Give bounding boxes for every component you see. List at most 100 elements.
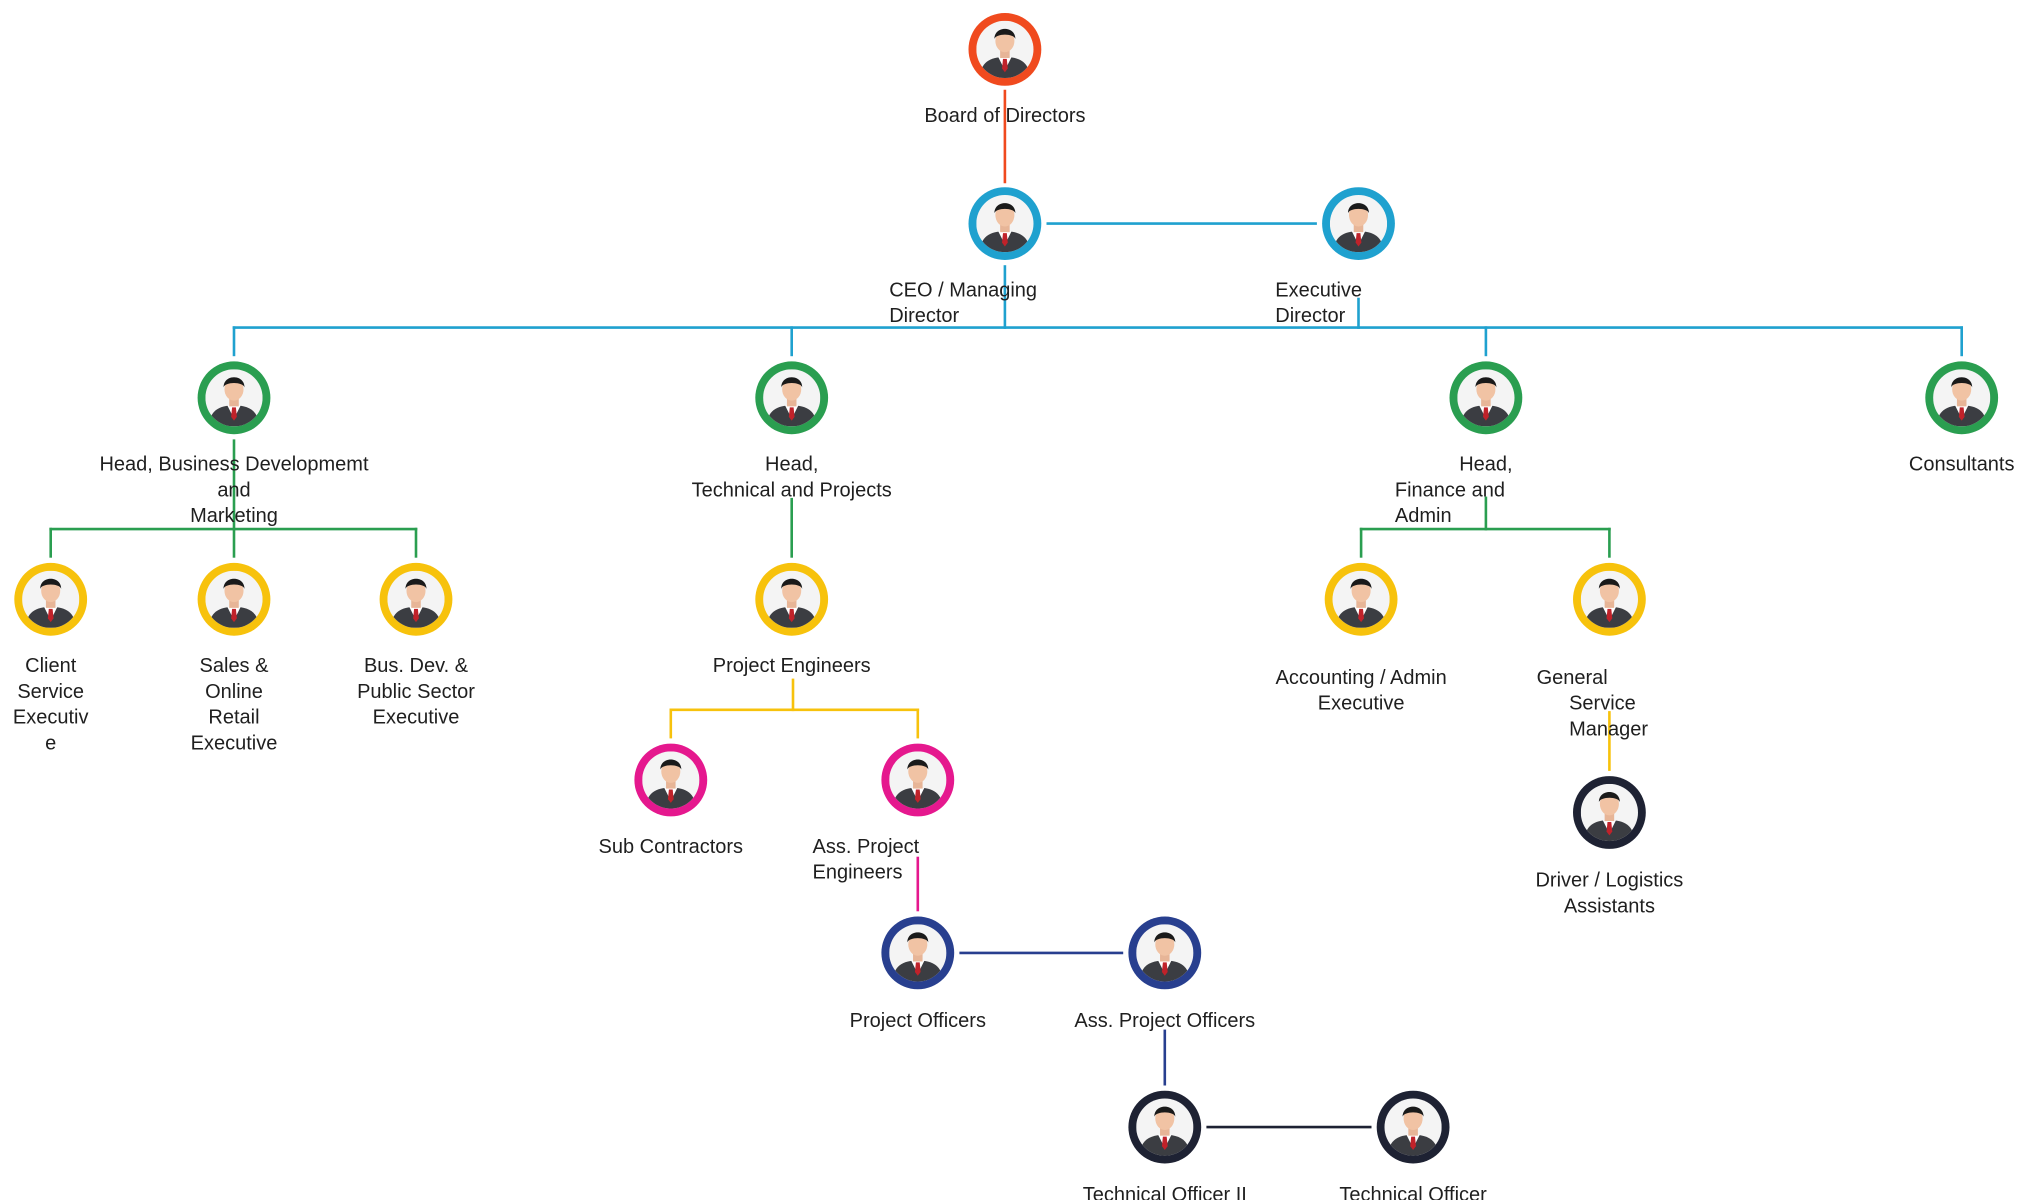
node-label-line: Executive (1318, 693, 1405, 715)
org-node-subc[interactable]: Sub Contractors (599, 743, 744, 858)
business-person-icon (387, 571, 444, 628)
node-label-line: Project Engineers (713, 655, 871, 677)
node-label: Technical Officer II (1083, 1184, 1247, 1200)
business-person-icon (1136, 1099, 1193, 1156)
business-person-icon (976, 195, 1033, 252)
node-label-line: Technical and Projects (692, 479, 892, 501)
org-node-assoff[interactable]: Ass. Project Officers (1074, 916, 1255, 1033)
business-person-icon (1330, 195, 1387, 252)
business-person-icon (763, 571, 820, 628)
node-label: Technical Officer (1339, 1184, 1487, 1200)
node-label-line: Service (1569, 693, 1636, 715)
business-person-icon (1457, 369, 1514, 426)
node-label: Board of Directors (924, 105, 1085, 127)
business-person-icon (22, 571, 79, 628)
node-label: Project Officers (850, 1010, 986, 1032)
node-label-line: Online (205, 681, 263, 703)
business-person-icon (642, 751, 699, 808)
node-label-line: Technical Officer (1339, 1184, 1487, 1200)
node-label: Sub Contractors (599, 836, 744, 858)
connector-ceo-headbiz (232, 265, 1963, 357)
node-label-line: Ass. Project Officers (1074, 1010, 1255, 1032)
connector-headfin-acct (1359, 496, 1611, 558)
node-label-line: Retail (208, 707, 259, 729)
node-label-line: Ass. Project (813, 836, 920, 858)
org-node-tech2[interactable]: Technical Officer II (1083, 1090, 1247, 1200)
connector-projeng-subc (669, 678, 920, 739)
node-label-line: Director (1275, 305, 1345, 327)
node-label-line: Engineers (813, 862, 903, 884)
org-node-board[interactable]: Board of Directors (924, 13, 1085, 127)
node-label-line: Head, Business Developmemt (99, 454, 368, 476)
node-label-line: Board of Directors (924, 105, 1085, 127)
business-person-icon (1333, 571, 1390, 628)
org-node-tech1[interactable]: Technical Officer (1339, 1090, 1487, 1200)
org-node-consult[interactable]: Consultants (1909, 361, 2015, 476)
node-label-line: Admin (1395, 505, 1452, 527)
node-label-line: Technical Officer II (1083, 1184, 1247, 1200)
connector-ceo-headfin (1357, 297, 1488, 357)
node-label-line: Assistants (1564, 895, 1655, 917)
business-person-icon (1136, 924, 1193, 981)
node-label-line: Executive (1275, 279, 1362, 301)
node-label: Ass. Project Officers (1074, 1010, 1255, 1032)
node-label-line: Bus. Dev. & (364, 655, 469, 677)
node-label-line: Director (889, 305, 959, 327)
node-label-line: Head, (765, 454, 818, 476)
node-label-line: Finance and (1395, 479, 1505, 501)
node-label-line: e (45, 732, 56, 754)
node-label-line: Accounting / Admin (1275, 667, 1446, 689)
node-label-line: Manager (1569, 718, 1648, 740)
node-label-line: Client (25, 655, 77, 677)
business-person-icon (889, 924, 946, 981)
node-label-line: Driver / Logistics (1535, 870, 1683, 892)
business-person-icon (1385, 1099, 1442, 1156)
business-person-icon (205, 571, 262, 628)
node-label-line: Marketing (190, 505, 278, 527)
node-label-line: Sales & (200, 655, 270, 677)
business-person-icon (205, 369, 262, 426)
connector-lines (49, 89, 1963, 1129)
org-node-projoff[interactable]: Project Officers (850, 916, 986, 1033)
org-node-projeng[interactable]: Project Engineers (713, 562, 871, 677)
node-label-line: Consultants (1909, 454, 2015, 476)
node-label-line: and (217, 479, 250, 501)
node-label-line: Head, (1459, 454, 1512, 476)
business-person-icon (1933, 369, 1990, 426)
node-label-line: CEO / Managing (889, 279, 1037, 301)
node-label-line: General (1537, 667, 1608, 689)
node-label: Consultants (1909, 454, 2015, 476)
business-person-icon (889, 751, 946, 808)
business-person-icon (763, 369, 820, 426)
org-node-headtech[interactable]: Head, Technical and Projects (692, 361, 892, 501)
node-label-line: Public Sector (357, 681, 475, 703)
node-label-line: Executiv (13, 707, 89, 729)
node-label-line: Project Officers (850, 1010, 986, 1032)
node-label-line: Executive (373, 707, 460, 729)
node-label-line: Executive (191, 732, 278, 754)
